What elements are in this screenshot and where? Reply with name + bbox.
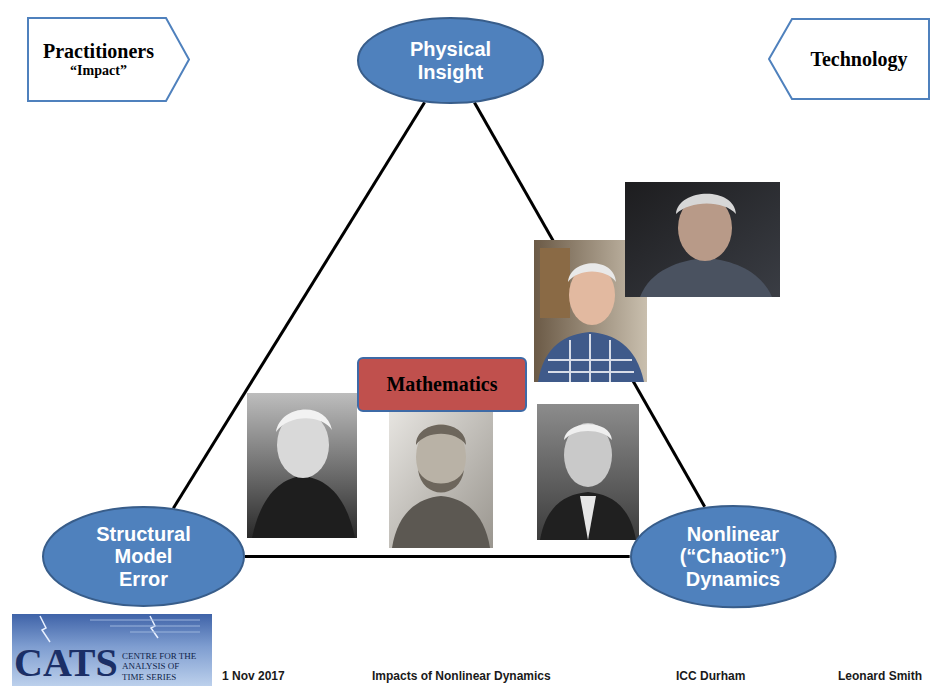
portrait-photo xyxy=(537,404,639,540)
rect-shape xyxy=(358,358,526,411)
footer-title: Impacts of Nonlinear Dynamics xyxy=(372,669,551,683)
footer-date: 1 Nov 2017 xyxy=(222,669,285,683)
text-wrap: Nonlinear (“Chaotic”) Dynamics xyxy=(630,505,837,608)
cats-logo xyxy=(12,614,212,686)
connector-line xyxy=(245,555,630,558)
ellipse-node: Structural Model Error xyxy=(42,506,245,607)
logo-subtitle: CENTRE FOR THE ANALYSIS OF TIME SERIES xyxy=(122,651,202,682)
node-label: Nonlinear (“Chaotic”) Dynamics xyxy=(674,523,792,590)
text-wrap: Mathematics xyxy=(357,357,527,412)
text-wrap: Practitioners“Impact” xyxy=(27,17,190,102)
node-label: Practitioners xyxy=(43,40,154,62)
ellipse-shape xyxy=(43,507,244,606)
logo-text: CATS xyxy=(14,643,118,683)
ellipse-node: Nonlinear (“Chaotic”) Dynamics xyxy=(630,505,837,608)
connector-line xyxy=(173,102,424,508)
footer-venue: ICC Durham xyxy=(676,669,745,683)
pentagon-shape xyxy=(769,19,929,99)
process-box: Mathematics xyxy=(357,357,527,412)
text-wrap: Technology xyxy=(768,18,930,100)
node-label: Physical Insight xyxy=(395,38,507,83)
portrait-photo xyxy=(247,393,357,538)
text-wrap: Structural Model Error xyxy=(42,506,245,607)
footer-author: Leonard Smith xyxy=(838,669,922,683)
node-label: Mathematics xyxy=(386,373,497,395)
connector-line xyxy=(474,103,704,507)
node-label: Technology xyxy=(810,48,907,70)
portrait-photo xyxy=(625,182,780,297)
node-label: Structural Model Error xyxy=(87,523,199,590)
ellipse-node: Physical Insight xyxy=(357,17,544,104)
ellipse-shape xyxy=(358,18,543,103)
portrait-photo xyxy=(389,405,493,548)
text-wrap: Physical Insight xyxy=(357,17,544,104)
pentagon-arrow: Technology xyxy=(768,18,930,100)
pentagon-shape xyxy=(28,18,189,101)
node-sublabel: “Impact” xyxy=(70,63,127,79)
ellipse-shape xyxy=(631,506,836,607)
pentagon-arrow: Practitioners“Impact” xyxy=(27,17,190,102)
